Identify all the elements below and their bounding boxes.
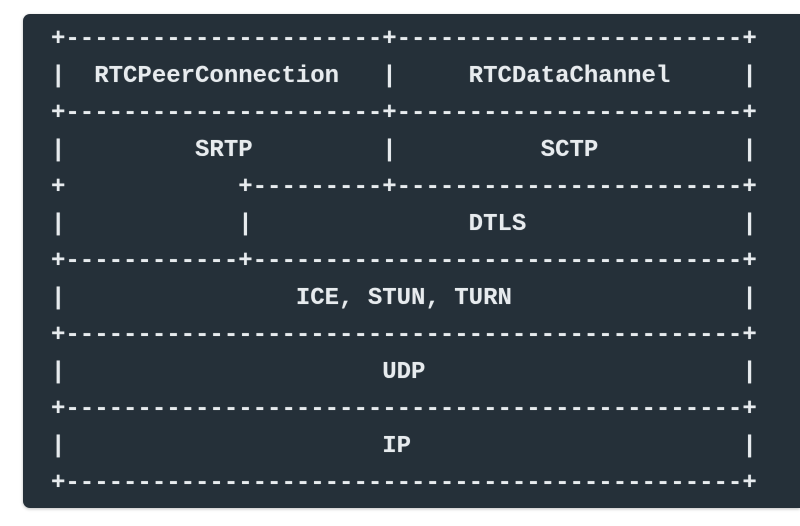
ascii-line-dtls: | | DTLS | [51, 211, 757, 238]
ascii-line-udp: | UDP | [51, 359, 757, 386]
ascii-line-ice-stun-turn: | ICE, STUN, TURN | [51, 285, 757, 312]
ascii-line-ip: | IP | [51, 433, 757, 460]
ascii-line-border-junction: +------------+--------------------------… [51, 248, 757, 275]
ascii-line-border: +---------------------------------------… [51, 396, 757, 423]
ascii-line-border: +---------------------------------------… [51, 322, 757, 349]
ascii-line-bottom-border: +---------------------------------------… [51, 470, 757, 497]
ascii-line-top-border: +----------------------+----------------… [51, 26, 757, 53]
ascii-line-srtp-sctp: | SRTP | SCTP | [51, 137, 757, 164]
ascii-line-partial-border: + +---------+------------------------+ [51, 174, 757, 201]
ascii-line-rtcpeerconnection-rtcdatachannel: | RTCPeerConnection | RTCDataChannel | [51, 63, 757, 90]
protocol-stack-diagram: +----------------------+----------------… [51, 21, 757, 502]
ascii-line-border: +----------------------+----------------… [51, 100, 757, 127]
code-block-panel: +----------------------+----------------… [23, 14, 800, 508]
